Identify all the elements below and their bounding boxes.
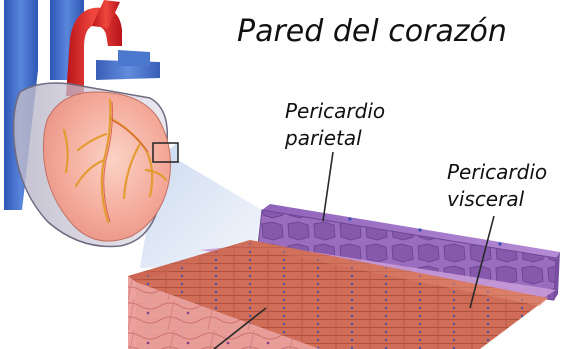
label-parietal-pericardium: Pericardio parietal	[285, 98, 385, 152]
label-parietal-text: Pericardio parietal	[285, 98, 385, 152]
label-visceral-pericardium: Pericardio visceral	[447, 159, 547, 213]
tissue-front-face	[128, 276, 136, 349]
diagram-title: Pared del corazón	[237, 14, 507, 50]
leader-line-parietal	[323, 152, 333, 221]
label-visceral-text: Pericardio visceral	[447, 159, 547, 213]
